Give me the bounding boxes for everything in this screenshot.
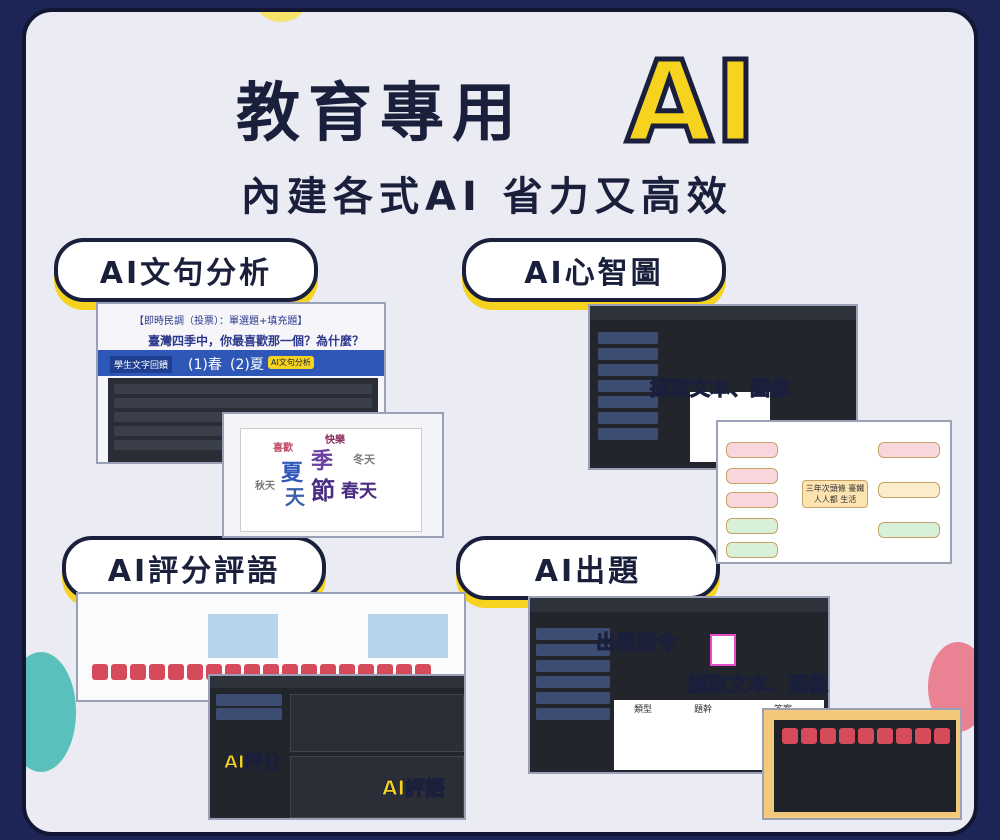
page-title-ai: AI xyxy=(623,36,759,171)
screenshot-grading-app xyxy=(208,674,466,820)
student-feedback-button[interactable]: 學生文字回饋 xyxy=(110,356,173,373)
screenshot-mindmap-diagram: 三年次頭條 臺鐵人人都 生活 xyxy=(716,420,952,564)
table-header: 類型 xyxy=(634,705,653,715)
poll-title: 【即時民調（投票）：單選題+填充題】 xyxy=(134,316,308,327)
table-header: 題幹 xyxy=(694,705,713,715)
page-subtitle: 內建各式AI 省力又高效 xyxy=(241,174,733,220)
mindmap-callout: 擷取文本、圖像 xyxy=(650,376,791,401)
question-extract-callout: 擷取文本、圖像 xyxy=(688,672,829,697)
option-2: (2)夏 xyxy=(230,357,264,373)
wordcloud-word: 喜歡 xyxy=(273,443,293,454)
feature-label: AI評分評語 xyxy=(107,554,281,589)
wordcloud-word: 天 xyxy=(285,485,305,509)
decor-blob-left xyxy=(26,652,76,772)
wordcloud: 季 夏 節 春天 天 喜歡 快樂 秋天 冬天 xyxy=(240,428,422,532)
feature-label: AI心智圖 xyxy=(524,256,664,291)
wordcloud-word: 季 xyxy=(311,449,334,474)
feature-pill-mindmap: AI心智圖 xyxy=(462,238,726,302)
main-frame: 教育專用 AI 內建各式AI 省力又高效 AI文句分析 AI心智圖 AI評分評語… xyxy=(22,8,978,836)
wordcloud-word: 節 xyxy=(311,477,335,505)
screenshot-wordcloud: 季 夏 節 春天 天 喜歡 快樂 秋天 冬天 xyxy=(222,412,444,538)
feature-label: AI文句分析 xyxy=(99,256,273,291)
wordcloud-word: 夏 xyxy=(281,461,304,486)
page-title: 教育專用 xyxy=(236,77,524,151)
feature-pill-grading: AI評分評語 xyxy=(62,536,326,600)
grading-score-callout: AI評分 xyxy=(224,752,282,774)
feature-pill-question-gen: AI出題 xyxy=(456,536,720,600)
screenshot-question-gen: 類型 題幹 答案 xyxy=(528,596,830,774)
feature-label: AI出題 xyxy=(534,554,642,589)
poll-question: 臺灣四季中，你最喜歡那一個？為什麼？ xyxy=(148,334,365,348)
screenshot-quiz-board xyxy=(762,708,962,820)
ai-badge[interactable]: AI文句分析 xyxy=(268,356,314,369)
wordcloud-word: 冬天 xyxy=(353,453,375,466)
question-prompt-callout: 出題指令 xyxy=(596,630,677,655)
wordcloud-word: 快樂 xyxy=(325,435,345,446)
wordcloud-word: 秋天 xyxy=(255,481,275,492)
decor-blob-top xyxy=(256,12,306,22)
grading-comment-callout: AI評語 xyxy=(382,776,446,801)
wordcloud-word: 春天 xyxy=(341,481,377,502)
feature-pill-sentence-analysis: AI文句分析 xyxy=(54,238,318,302)
question-thumbnail xyxy=(710,634,736,666)
option-1: (1)春 xyxy=(188,357,222,373)
mindmap-center-node: 三年次頭條 臺鐵人人都 生活 xyxy=(802,480,868,508)
